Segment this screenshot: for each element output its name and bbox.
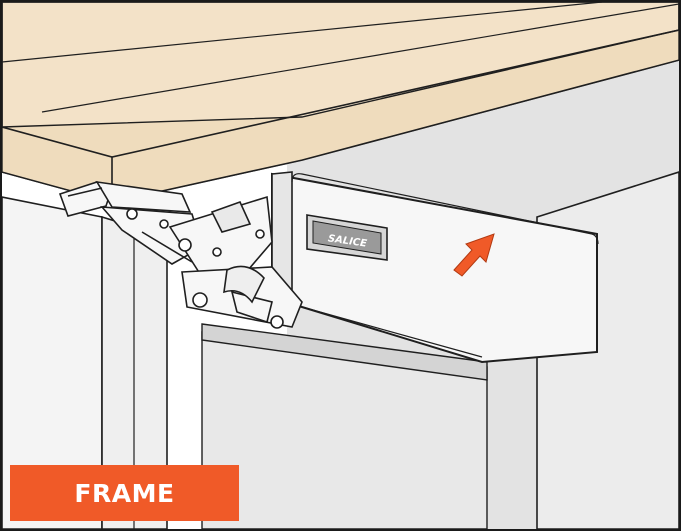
frame-label-text: FRAME [74,478,175,508]
hinge-mechanism [58,180,303,329]
brand-logo: SALICE [327,233,368,249]
top-panel-edge [2,29,679,203]
arrow-up-right-icon [453,233,495,277]
mounting-plate-base [201,323,488,381]
frame-label-badge: FRAME [10,465,239,521]
